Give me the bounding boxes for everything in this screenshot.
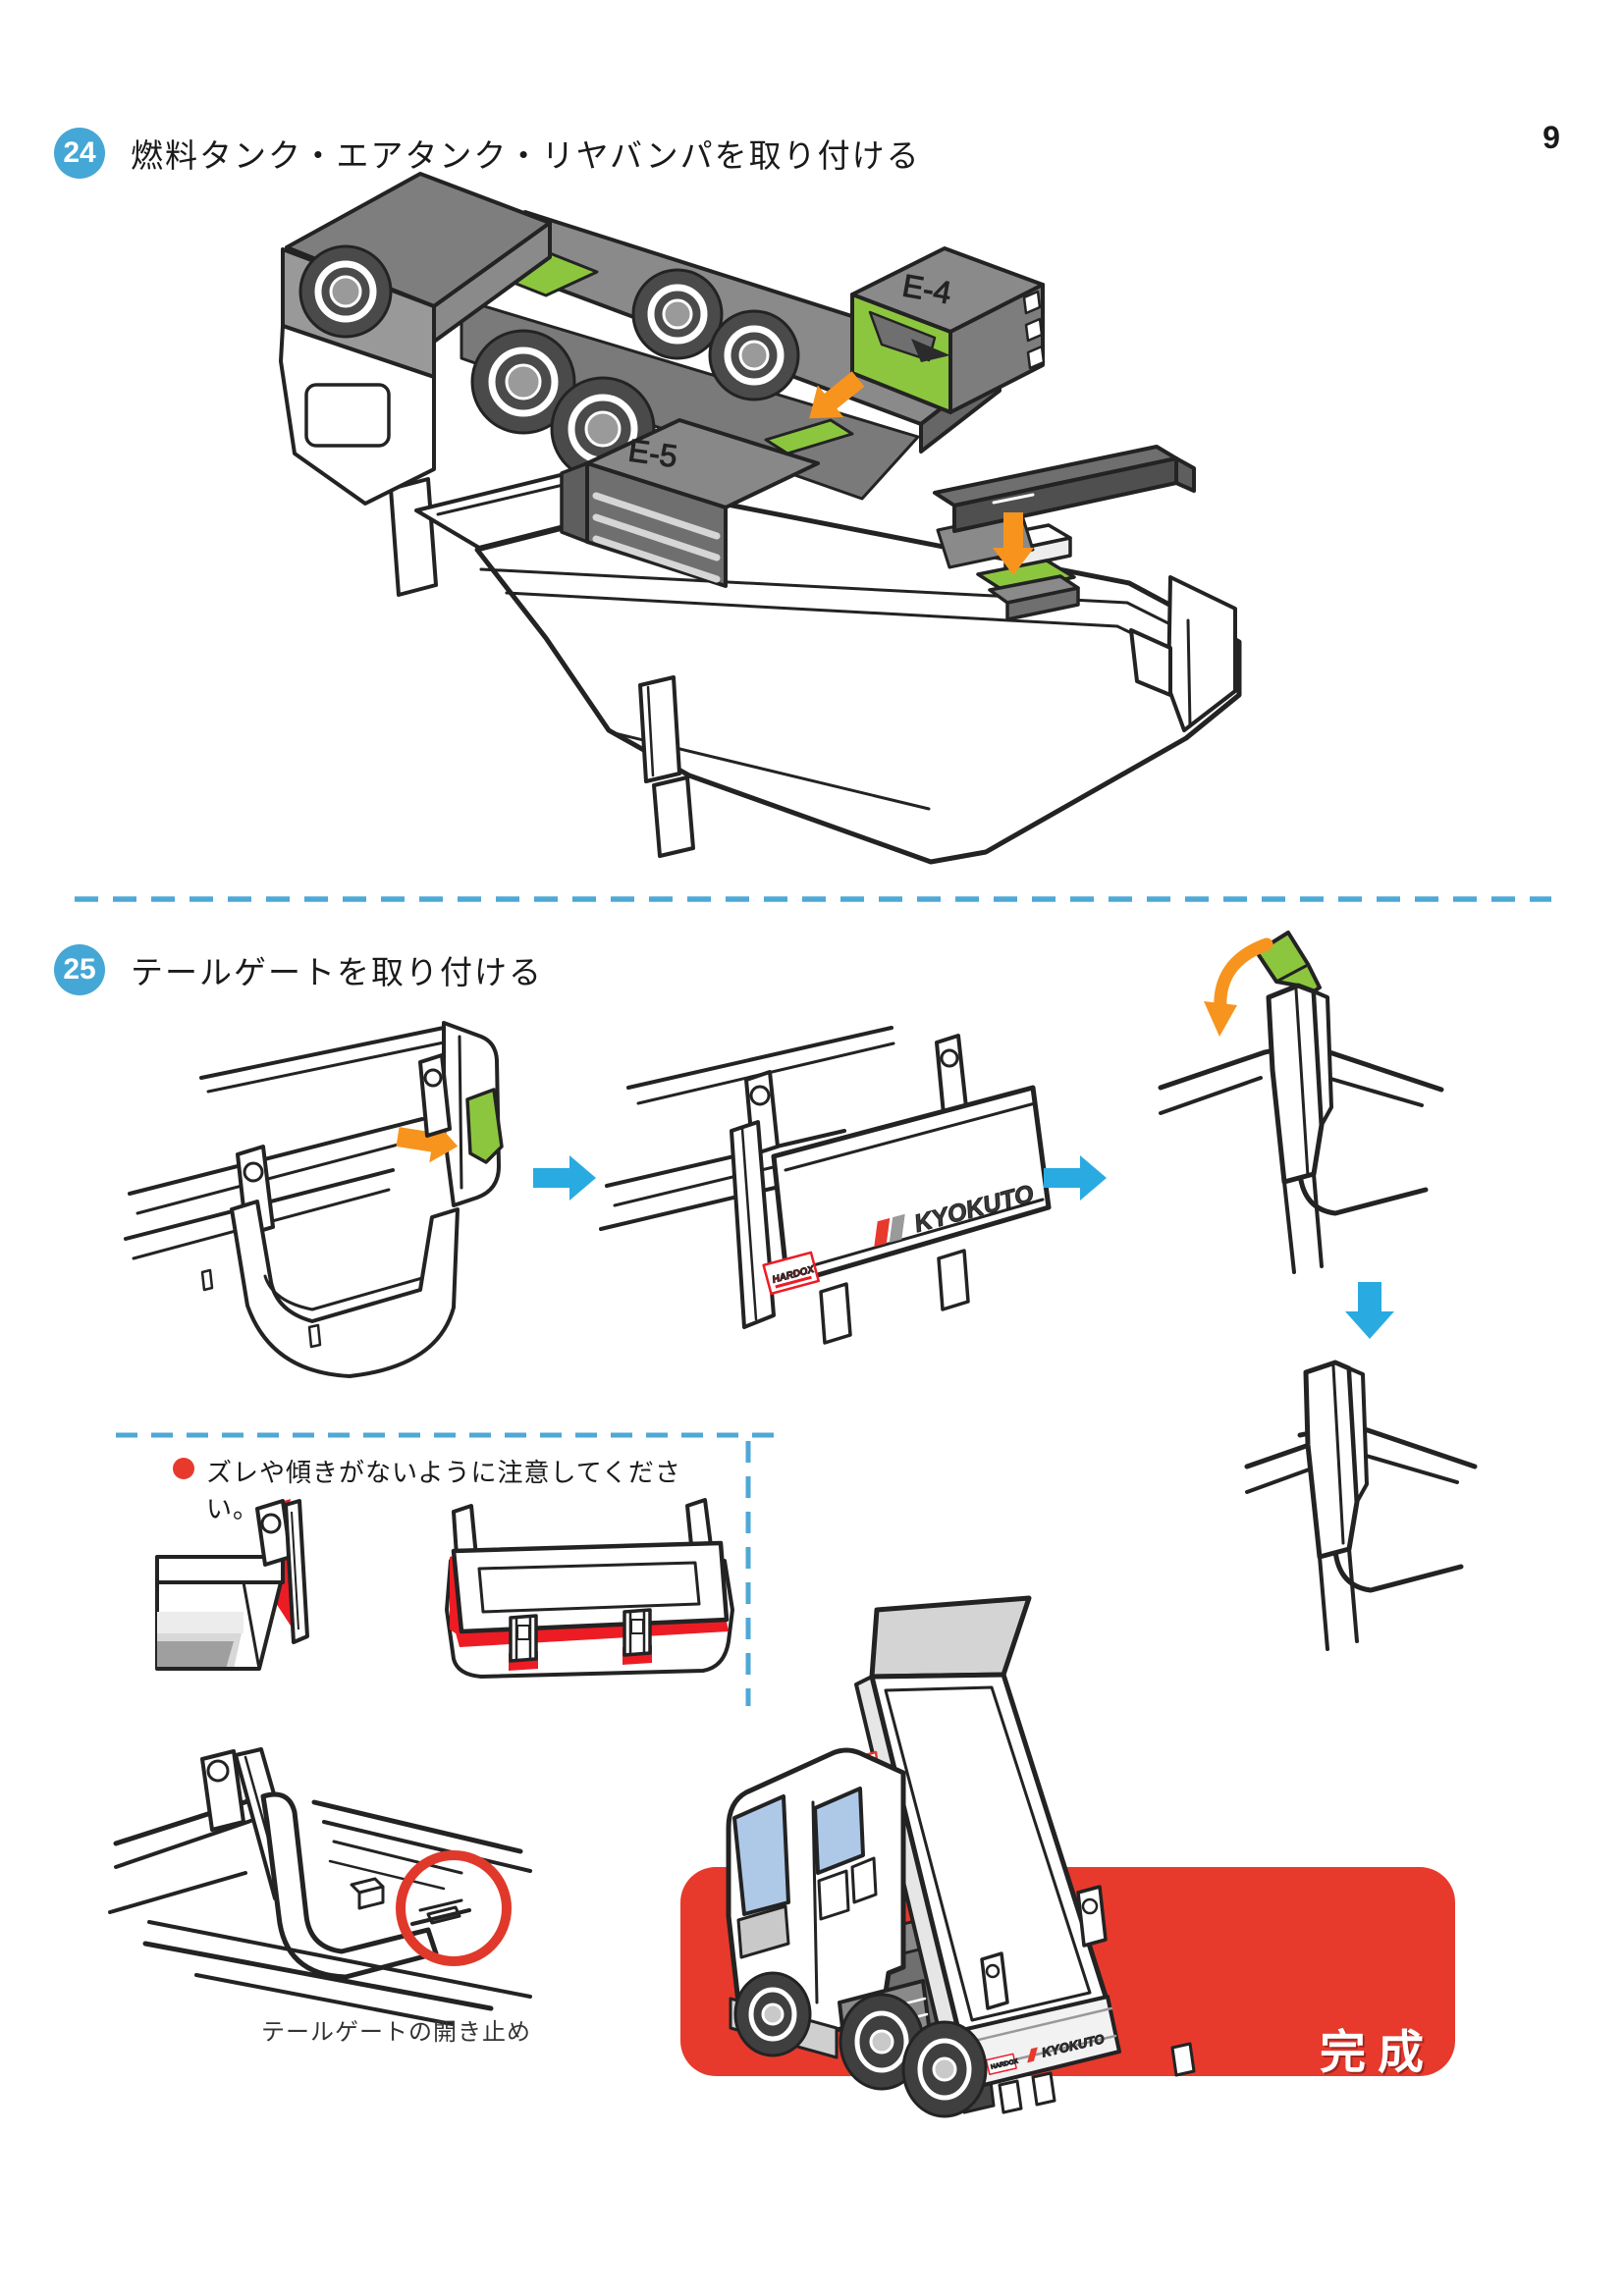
step25-illustration-4 [1244, 1360, 1478, 1651]
warning-detail-rear-view [445, 1498, 734, 1679]
step25-illustration-1 [124, 1021, 504, 1378]
step24-header: 24 燃料タンク・エアタンク・リヤバンパを取り付ける [54, 128, 921, 179]
completed-truck: KYOKUTO HARDOX [726, 1595, 1196, 2118]
red-highlight-circle [396, 1850, 512, 1966]
step25-badge: 25 [54, 944, 105, 995]
step25-title: テールゲートを取り付ける [131, 954, 543, 990]
orange-arrow-e4 [809, 371, 865, 419]
step24-chassis [279, 172, 1001, 506]
warning-box-dashed-border [116, 1432, 782, 1706]
warning-text: ズレや傾きがないように注意してください。 [206, 1458, 681, 1523]
green-slot [465, 1088, 504, 1164]
green-mount-pad [976, 559, 1076, 594]
stopper-closeup [108, 1747, 532, 2026]
blue-arrow-2 [1044, 1155, 1107, 1201]
part-e4-label: E-4 [899, 267, 953, 310]
step24-wheels [298, 244, 800, 482]
hardox-badge: HARDOX [762, 1251, 820, 1296]
windshield [732, 1794, 790, 1916]
step24-title: 燃料タンク・エアタンク・リヤバンパを取り付ける [131, 137, 921, 174]
step24-badge: 24 [54, 128, 105, 179]
blue-arrow-1 [533, 1155, 596, 1201]
side-window [813, 1787, 865, 1875]
step25-header: 25 テールゲートを取り付ける [54, 944, 543, 995]
truck-wheels [733, 1971, 988, 2118]
green-slot [764, 418, 854, 455]
completion-label: 完成 [1320, 2026, 1435, 2078]
stopper-caption: テールゲートの開き止め [261, 2019, 531, 2046]
alignment-warning-note: ズレや傾きがないように注意してください。 [173, 1453, 723, 1525]
part-e5-fuel-tank: E-5 [560, 418, 820, 588]
part-e4-air-tank: E-4 [850, 246, 1046, 414]
step24-illustration: E-5 E-4 [279, 172, 1242, 865]
blue-arrow-down [1345, 1282, 1394, 1339]
step25-illustration-2: KYOKUTO HARDOX [599, 1026, 1052, 1345]
step25-illustration-3 [1158, 931, 1444, 1274]
step24-dump-bed [389, 457, 1242, 865]
part-e5-label: E-5 [626, 432, 679, 474]
warning-detail-side-view [155, 1499, 309, 1671]
warning-bullet-icon [173, 1458, 194, 1479]
orange-curved-arrow [1204, 937, 1273, 1037]
orange-arrow-bumper [993, 512, 1034, 575]
page-number: 9 [1543, 120, 1560, 155]
green-flap [1255, 931, 1322, 993]
